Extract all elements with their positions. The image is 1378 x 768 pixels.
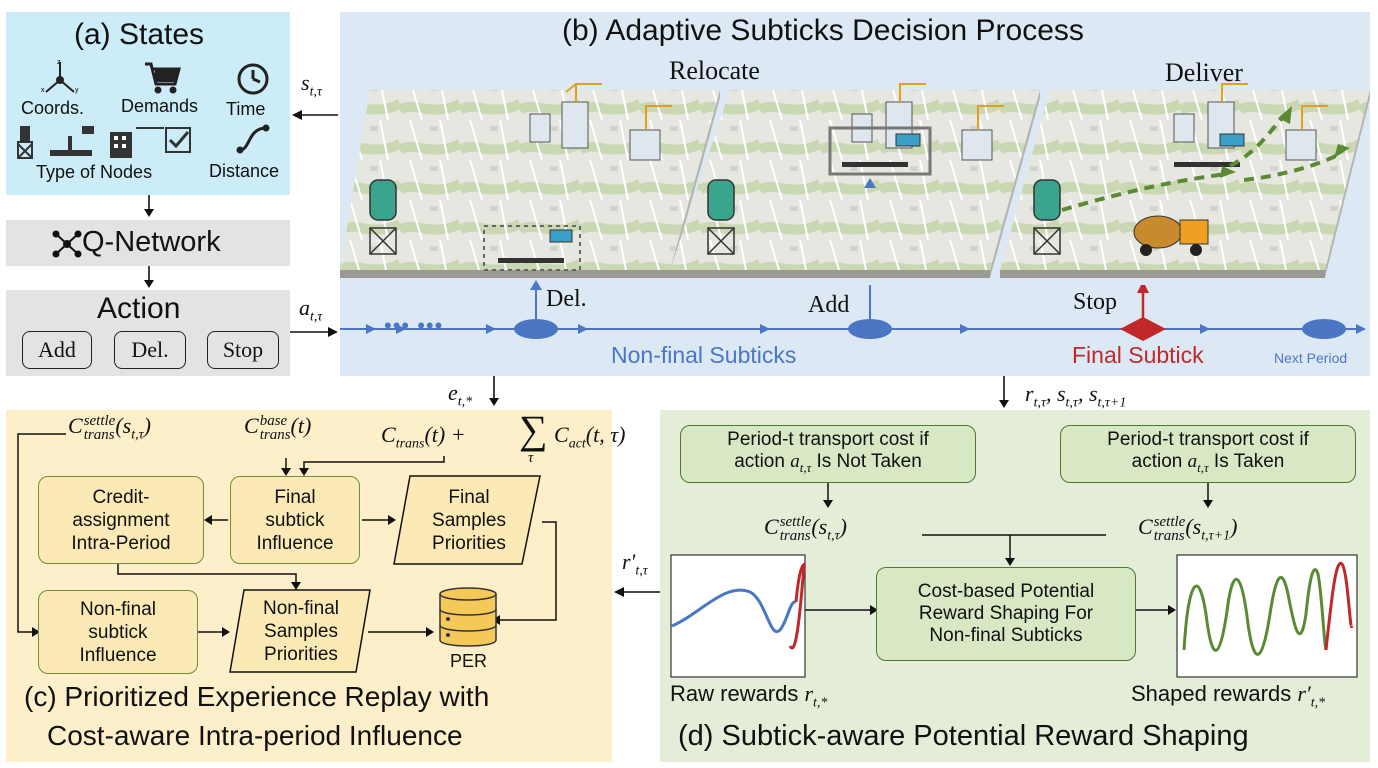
action-title: Action xyxy=(97,292,181,325)
final-priorities-label: Final Samples Priorities xyxy=(432,486,506,554)
timeline-dots: ••• ••• xyxy=(384,313,444,338)
clock-icon xyxy=(237,63,269,95)
process-title: (b) Adaptive Subticks Decision Process xyxy=(562,14,1084,47)
arrow-process-per xyxy=(489,376,499,406)
final-influence-box: Final subtick Influence xyxy=(230,476,360,564)
qnetwork-label: Q-Network xyxy=(82,226,221,258)
coords-icon: z x y xyxy=(41,59,79,94)
subtick-timeline xyxy=(340,285,1366,341)
cart-icon xyxy=(145,62,181,94)
coords-label: Coords. xyxy=(21,98,85,118)
relocate-label: Relocate xyxy=(669,56,760,85)
c-total-formula: Ctrans(t) + xyxy=(381,422,466,452)
action-symbol: at,τ xyxy=(299,295,323,325)
arrow-action-process xyxy=(290,327,338,337)
arrow-states-qnet xyxy=(144,195,154,217)
next-period-label: Next Period xyxy=(1274,350,1348,366)
transition-tuple: rt,τ, st,τ, st,τ+1 xyxy=(1025,381,1127,411)
del-button[interactable]: Del. xyxy=(114,331,186,369)
network-icon xyxy=(52,230,82,258)
state-symbol: st,τ xyxy=(301,70,322,100)
distance-icon xyxy=(236,124,270,154)
credit-assignment-box: Credit- assignment Intra-Period xyxy=(38,476,204,564)
sum-index: τ xyxy=(528,450,534,466)
arrow-add-up xyxy=(864,178,876,188)
svg-text:y: y xyxy=(75,87,79,94)
add-button[interactable]: Add xyxy=(22,331,92,369)
raw-rewards-plot xyxy=(670,554,806,678)
del-step-label: Del. xyxy=(546,286,587,312)
qnetwork-box xyxy=(6,220,290,266)
per-title-line1: (c) Prioritized Experience Replay with xyxy=(24,681,490,712)
svg-text:z: z xyxy=(57,59,61,66)
arrow-process-shaping xyxy=(999,376,1009,408)
e-symbol: et,* xyxy=(448,380,473,410)
shaped-rewards-label: Shaped rewards r′t,* xyxy=(1131,681,1326,711)
database-icon xyxy=(439,587,497,647)
arrow-process-states xyxy=(292,110,338,120)
raw-rewards-label: Raw rewards rt,* xyxy=(670,681,828,711)
c-act-formula: Cact(t, τ) xyxy=(554,422,626,452)
nonfinal-priorities-shape xyxy=(229,589,371,673)
per-label: PER xyxy=(450,651,488,671)
time-label: Time xyxy=(226,99,266,119)
demands-label: Demands xyxy=(121,96,199,116)
deliver-label: Deliver xyxy=(1165,58,1243,87)
arrow-shaping-per xyxy=(614,587,662,597)
final-subtick-label: Final Subtick xyxy=(1072,342,1204,368)
shaped-reward-symbol: r′t,τ xyxy=(622,549,648,579)
per-panel xyxy=(6,410,612,762)
node-types-icon xyxy=(17,126,191,159)
type-of-nodes-label: Type of Nodes xyxy=(36,162,153,182)
arrow-del-up xyxy=(530,280,542,290)
shaping-title: (d) Subtick-aware Potential Reward Shapi… xyxy=(678,720,1249,752)
per-connectors xyxy=(17,433,557,637)
states-title: (a) States xyxy=(74,18,205,51)
nonfinal-subticks-label: Non-final Subticks xyxy=(611,342,797,368)
svg-text:x: x xyxy=(41,87,45,94)
per-title-line2: Cost-aware Intra-period Influence xyxy=(47,720,463,751)
final-priorities-shape xyxy=(393,475,541,565)
shaping-connectors xyxy=(804,483,1213,615)
nonfinal-priorities-label: Non-final Samples Priorities xyxy=(262,597,340,665)
arrow-qnet-action xyxy=(144,266,154,288)
stop-button[interactable]: Stop xyxy=(207,331,279,369)
potential-shaping-box: Cost-based Potential Reward Shaping For … xyxy=(876,567,1136,661)
states-panel xyxy=(6,12,290,195)
distance-label: Distance xyxy=(209,161,280,181)
nonfinal-influence-box: Non-final subtick Influence xyxy=(38,590,198,674)
stop-step-label: Stop xyxy=(1073,289,1118,315)
shaped-rewards-plot xyxy=(1176,554,1358,678)
process-maps xyxy=(340,83,1370,278)
add-step-label: Add xyxy=(808,292,850,318)
sum-symbol: ∑ xyxy=(519,407,548,452)
